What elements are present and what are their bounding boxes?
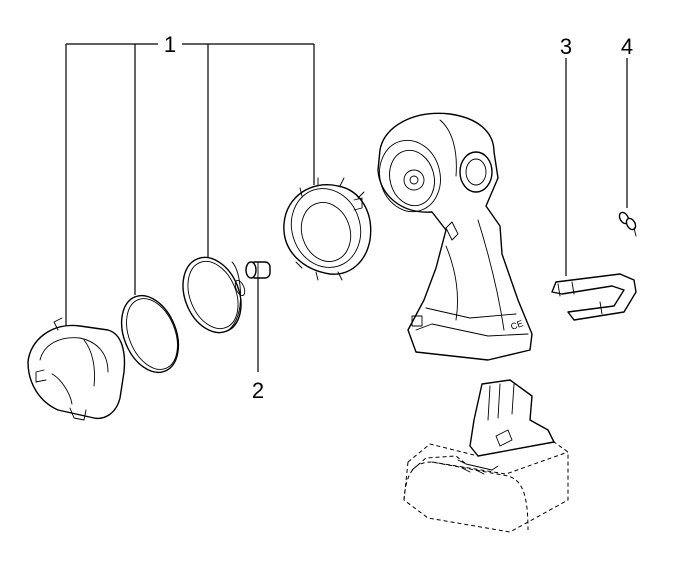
lens-cap-part [27, 317, 126, 421]
battery-pack-part [403, 379, 569, 533]
bezel-ring-part [283, 177, 372, 281]
bulb-part [245, 261, 271, 279]
belt-clip-part [551, 273, 637, 321]
callout-4-label: 4 [621, 34, 633, 59]
lamp-body-part [377, 112, 533, 361]
callout-1-label: 1 [164, 32, 176, 57]
callout-3-label: 3 [560, 34, 572, 59]
ce-mark: CE [509, 318, 524, 332]
reflector-part [182, 256, 246, 334]
glass-disk-part [120, 294, 180, 374]
screw-part [618, 211, 637, 237]
callout-2-label: 2 [252, 378, 264, 403]
callout-1-leader [65, 43, 315, 338]
